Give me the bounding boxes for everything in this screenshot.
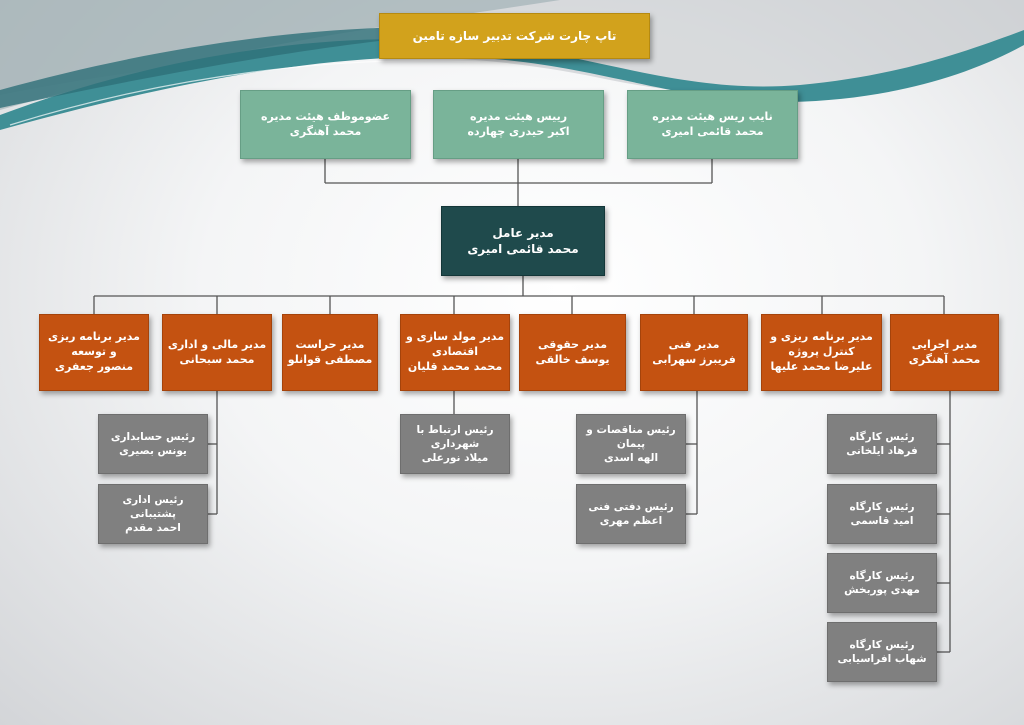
sub-box-site-2: رئیس کارگاه امید قاسمی xyxy=(827,484,937,544)
sub-name: میلاد نورعلی xyxy=(421,452,489,465)
sub-name: اعظم مهری xyxy=(599,515,663,527)
manager-box-finance-admin: مدیر مالی و اداری محمد سبحانی xyxy=(162,314,272,391)
board-member-name: محمد آهنگری xyxy=(289,124,362,138)
sub-name: الهه اسدی xyxy=(603,452,659,465)
sub-role: رئیس دفتی فنی xyxy=(588,500,674,513)
sub-name: احمد مقدم xyxy=(125,522,181,535)
manager-role: مدیر حقوقی xyxy=(537,337,608,351)
manager-role: مدیر مولد سازی و اقتصادی xyxy=(405,330,505,359)
manager-name: محمد آهنگری xyxy=(908,352,981,366)
manager-role: مدیر برنامه ریزی و کنترل پروژه xyxy=(770,330,873,359)
manager-name: محمد محمد قلیان xyxy=(407,359,503,373)
sub-role: رئیس مناقصات و پیمان xyxy=(586,423,676,450)
manager-box-executive: مدیر اجرایی محمد آهنگری xyxy=(890,314,999,391)
board-member-box: عضوموظف هیئت مدیره محمد آهنگری xyxy=(240,90,411,159)
sub-role: رئیس اداری پشتیبانی xyxy=(122,493,184,520)
manager-name: فریبرز سهرابی xyxy=(652,352,736,366)
sub-role: رئیس کارگاه xyxy=(849,569,915,582)
manager-role: مدیر فنی xyxy=(668,337,720,351)
sub-name: مهدی پوربخش xyxy=(844,584,920,596)
sub-name: یونس بصیری xyxy=(119,445,187,457)
sub-box-site-4: رئیس کارگاه شهاب افراسیابی xyxy=(827,622,937,682)
sub-box-municipal-relations: رئیس ارتباط با شهرداری میلاد نورعلی xyxy=(400,414,510,474)
sub-name: امید قاسمی xyxy=(850,515,914,527)
ceo-role: مدیر عامل xyxy=(492,225,554,240)
chart-title-text: تاپ چارت شرکت تدبیر سازه تامین xyxy=(412,28,617,43)
manager-box-technical: مدیر فنی فریبرز سهرابی xyxy=(640,314,748,391)
sub-box-admin-support: رئیس اداری پشتیبانی احمد مقدم xyxy=(98,484,208,544)
board-chairman-role: رییس هیئت مدیره xyxy=(469,109,568,123)
sub-role: رئیس کارگاه xyxy=(849,500,915,513)
manager-box-project-control: مدیر برنامه ریزی و کنترل پروژه علیرضا مح… xyxy=(761,314,882,391)
manager-box-planning-development: مدیر برنامه ریزی و توسعه منصور جعفری xyxy=(39,314,149,391)
sub-name: فرهاد ایلخانی xyxy=(846,445,918,457)
sub-name: شهاب افراسیابی xyxy=(837,653,927,665)
sub-box-accounting: رئیس حسابداری یونس بصیری xyxy=(98,414,208,474)
board-chairman-name: اکبر حیدری چهارده xyxy=(467,124,570,138)
manager-name: یوسف خالقی xyxy=(535,352,610,366)
sub-role: رئیس ارتباط با شهرداری xyxy=(416,423,494,450)
manager-role: مدیر مالی و اداری xyxy=(167,337,267,351)
sub-box-tenders: رئیس مناقصات و پیمان الهه اسدی xyxy=(576,414,686,474)
manager-box-legal: مدیر حقوقی یوسف خالقی xyxy=(519,314,626,391)
manager-box-economic: مدیر مولد سازی و اقتصادی محمد محمد قلیان xyxy=(400,314,510,391)
board-chairman-box: رییس هیئت مدیره اکبر حیدری چهارده xyxy=(433,90,604,159)
sub-box-site-1: رئیس کارگاه فرهاد ایلخانی xyxy=(827,414,937,474)
manager-name: علیرضا محمد علیها xyxy=(770,359,873,373)
manager-name: منصور جعفری xyxy=(54,359,134,373)
sub-box-site-3: رئیس کارگاه مهدی پوربخش xyxy=(827,553,937,613)
board-member-role: عضوموظف هیئت مدیره xyxy=(261,109,390,123)
sub-role: رئیس کارگاه xyxy=(849,430,915,443)
manager-box-security: مدیر حراست مصطفی قوانلو xyxy=(282,314,378,391)
sub-box-technical-office: رئیس دفتی فنی اعظم مهری xyxy=(576,484,686,544)
manager-role: مدیر اجرایی xyxy=(911,337,978,351)
manager-role: مدیر حراست xyxy=(295,337,365,351)
ceo-name: محمد قائمی امیری xyxy=(467,242,579,256)
manager-name: مصطفی قوانلو xyxy=(287,352,373,366)
board-vice-chairman-name: محمد قائمی امیری xyxy=(661,124,764,138)
sub-role: رئیس حسابداری xyxy=(110,430,196,443)
board-vice-chairman-role: نایب ریس هیئت مدیره xyxy=(652,109,773,123)
chart-title: تاپ چارت شرکت تدبیر سازه تامین xyxy=(379,13,650,59)
manager-role: مدیر برنامه ریزی و توسعه xyxy=(48,330,140,359)
manager-name: محمد سبحانی xyxy=(179,352,255,366)
ceo-box: مدیر عامل محمد قائمی امیری xyxy=(441,206,605,276)
board-vice-chairman-box: نایب ریس هیئت مدیره محمد قائمی امیری xyxy=(627,90,798,159)
sub-role: رئیس کارگاه xyxy=(849,638,915,651)
